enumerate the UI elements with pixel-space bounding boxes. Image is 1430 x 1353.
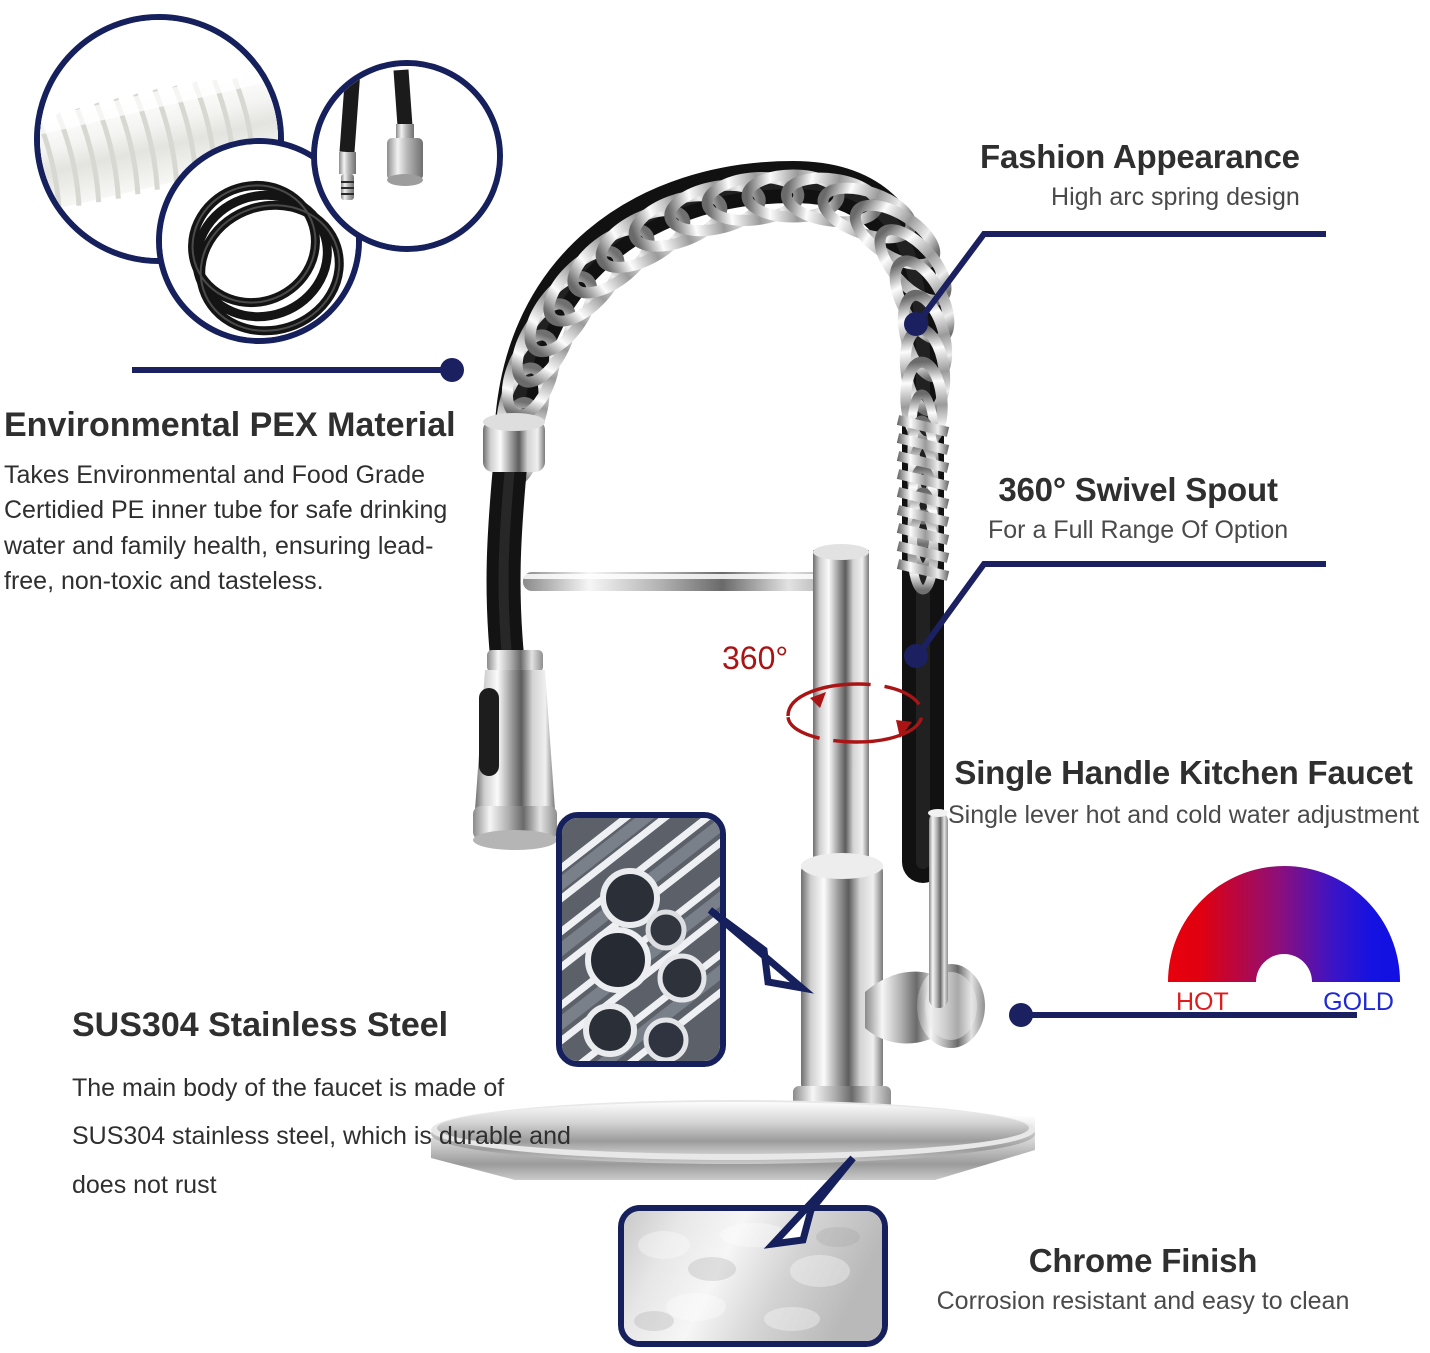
- callout-chrome-finish: Chrome Finish Corrosion resistant and ea…: [908, 1242, 1378, 1315]
- faucet-illustration: [431, 160, 1035, 1180]
- lever-handle: [865, 809, 985, 1048]
- temperature-gauge: HOT GOLD: [1168, 866, 1400, 1016]
- leader-line-single-handle: [1009, 1003, 1357, 1027]
- chrome-callout-pointer-icon: [763, 1155, 856, 1249]
- rotation-label: 360°: [722, 640, 789, 676]
- callout-pex-material: Environmental PEX Material Takes Environ…: [4, 406, 456, 600]
- callout-chrome-subtitle: Corrosion resistant and easy to clean: [936, 1286, 1350, 1315]
- sprayer-head: [473, 650, 557, 850]
- leader-dot-fashion: [904, 312, 928, 336]
- spring-coil-lower: [896, 415, 950, 581]
- leader-dot-single-handle: [1009, 1003, 1033, 1027]
- callout-fashion-subtitle: High arc spring design: [1051, 182, 1300, 211]
- callout-swivel-title: 360° Swivel Spout: [998, 471, 1278, 508]
- leader-dot-swivel: [904, 644, 928, 668]
- gauge-hot-label: HOT: [1176, 988, 1229, 1016]
- coiled-hose-inset-circle: [156, 138, 362, 344]
- sprayer-mode-button: [479, 688, 499, 776]
- faucet-column: [813, 550, 869, 870]
- sprayer-collar: [483, 420, 545, 472]
- gauge-notch: [1256, 954, 1312, 982]
- stainless-tubes-image: [562, 818, 720, 1061]
- chrome-finish-swatch-callout: [618, 1205, 888, 1347]
- deck-plate: [431, 1100, 1035, 1180]
- hose-connector-inset-circle: [311, 60, 503, 252]
- callout-handle-subtitle: Single lever hot and cold water adjustme…: [948, 800, 1420, 829]
- chrome-swatch-image: [624, 1211, 882, 1341]
- callout-fashion-title: Fashion Appearance: [980, 138, 1300, 175]
- callout-stainless-steel: SUS304 Stainless Steel The main body of …: [72, 1006, 592, 1210]
- callout-pex-title: Environmental PEX Material: [4, 406, 456, 444]
- callout-steel-title: SUS304 Stainless Steel: [72, 1006, 449, 1044]
- callout-chrome-title: Chrome Finish: [1028, 1242, 1258, 1279]
- leader-line-swivel: [904, 561, 1326, 668]
- gauge-cold-label: GOLD: [1323, 988, 1394, 1016]
- gauge-arc: [1168, 866, 1400, 982]
- stainless-steel-photo-callout: [556, 812, 726, 1067]
- leader-dot-pex: [440, 358, 464, 382]
- callout-steel-body: The main body of the faucet is made of S…: [72, 1073, 571, 1200]
- faucet-body: [801, 862, 883, 1094]
- callout-pex-body: Takes Environmental and Food Grade Certi…: [4, 460, 448, 596]
- callout-swivel-subtitle: For a Full Range Of Option: [988, 515, 1289, 544]
- leader-line-fashion: [904, 231, 1326, 336]
- callout-handle-title: Single Handle Kitchen Faucet: [954, 754, 1413, 791]
- hose-connector-image: [317, 66, 497, 246]
- callout-fashion-appearance: Fashion Appearance High arc spring desig…: [980, 138, 1300, 211]
- callout-single-handle: Single Handle Kitchen Faucet Single leve…: [948, 754, 1420, 829]
- leader-line-pex: [132, 358, 464, 382]
- callout-swivel-spout: 360° Swivel Spout For a Full Range Of Op…: [988, 471, 1289, 544]
- rotation-arrows-icon: [786, 682, 924, 744]
- steel-callout-pointer-icon: [707, 907, 814, 994]
